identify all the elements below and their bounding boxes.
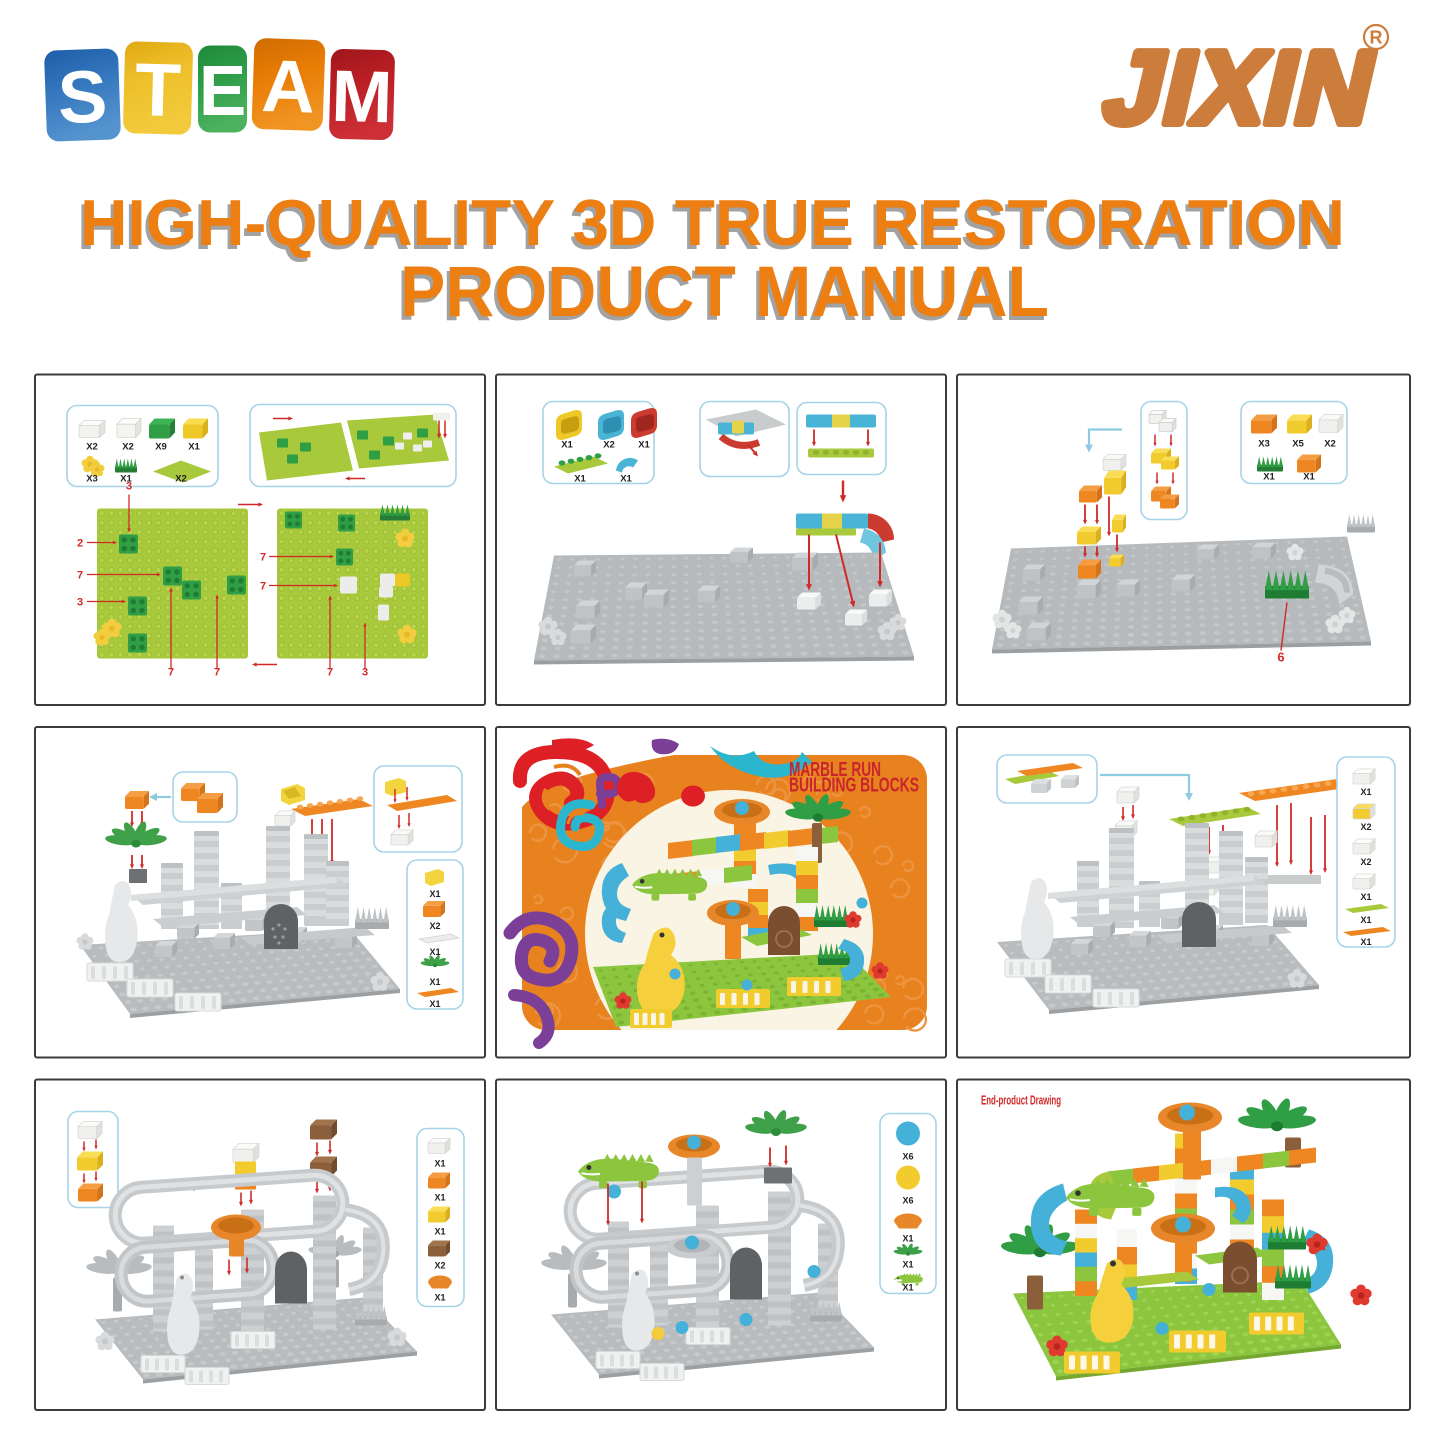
svg-text:X1: X1: [434, 1227, 445, 1237]
svg-text:PRODUCT MANUAL: PRODUCT MANUAL: [397, 257, 1046, 336]
svg-text:X5: X5: [1292, 439, 1304, 450]
svg-text:X1: X1: [434, 1159, 445, 1169]
svg-text:X2: X2: [175, 474, 187, 485]
svg-text:7: 7: [260, 552, 266, 564]
svg-text:X2: X2: [122, 442, 134, 453]
svg-text:2: 2: [77, 538, 83, 550]
svg-text:HIGH-QUALITY 3D TRUE RESTORATI: HIGH-QUALITY 3D TRUE RESTORATION: [80, 186, 1345, 259]
svg-text:X1: X1: [902, 1283, 913, 1293]
svg-text:3: 3: [126, 481, 132, 493]
svg-text:X2: X2: [86, 442, 98, 453]
svg-text:S: S: [56, 54, 108, 139]
svg-text:3: 3: [77, 597, 83, 609]
svg-text:X1: X1: [1360, 892, 1371, 902]
svg-text:X1: X1: [574, 474, 586, 485]
svg-text:X1: X1: [434, 1193, 445, 1203]
svg-text:HIGH-QUALITY 3D TRUE RESTORATI: HIGH-QUALITY 3D TRUE RESTORATION: [77, 190, 1342, 263]
svg-text:R: R: [1370, 28, 1383, 48]
svg-text:X1: X1: [902, 1260, 913, 1270]
svg-text:M: M: [330, 56, 393, 139]
svg-text:X1: X1: [429, 947, 440, 957]
svg-text:X1: X1: [902, 1234, 913, 1244]
svg-text:X1: X1: [434, 1293, 445, 1303]
svg-text:BUILDING BLOCKS: BUILDING BLOCKS: [789, 775, 919, 797]
svg-text:6: 6: [1277, 650, 1284, 665]
svg-text:X2: X2: [1324, 439, 1336, 450]
svg-text:X3: X3: [86, 474, 98, 485]
svg-text:X1: X1: [1263, 472, 1275, 483]
svg-text:X1: X1: [120, 474, 132, 485]
svg-text:3: 3: [362, 667, 368, 679]
svg-text:X1: X1: [429, 977, 440, 987]
svg-text:7: 7: [260, 581, 266, 593]
svg-text:7: 7: [77, 570, 83, 582]
svg-text:X9: X9: [155, 442, 167, 453]
svg-text:X1: X1: [429, 889, 440, 899]
svg-text:X2: X2: [1360, 822, 1371, 832]
svg-text:A: A: [260, 44, 316, 129]
svg-text:X2: X2: [429, 921, 440, 931]
svg-text:7: 7: [168, 667, 174, 679]
svg-text:JIXIN: JIXIN: [1094, 31, 1388, 145]
svg-text:X1: X1: [1360, 787, 1371, 797]
svg-text:7: 7: [327, 667, 333, 679]
svg-text:X1: X1: [561, 440, 573, 451]
svg-text:X1: X1: [638, 440, 650, 451]
svg-text:X6: X6: [902, 1152, 913, 1162]
svg-text:X1: X1: [1303, 472, 1315, 483]
svg-text:X1: X1: [1360, 937, 1371, 947]
svg-text:X1: X1: [429, 999, 440, 1009]
svg-text:PRODUCT MANUAL: PRODUCT MANUAL: [400, 253, 1049, 332]
svg-text:X2: X2: [434, 1261, 445, 1271]
svg-text:End-product Drawing: End-product Drawing: [981, 1094, 1061, 1108]
svg-text:T: T: [134, 47, 182, 132]
svg-text:X6: X6: [902, 1196, 913, 1206]
svg-text:X1: X1: [1360, 915, 1371, 925]
svg-text:X1: X1: [620, 474, 632, 485]
svg-text:X3: X3: [1258, 439, 1270, 450]
svg-text:7: 7: [214, 667, 220, 679]
svg-text:X2: X2: [1360, 857, 1371, 867]
svg-text:X1: X1: [188, 442, 200, 453]
svg-text:X2: X2: [603, 440, 615, 451]
svg-text:MARBLE RUN: MARBLE RUN: [789, 759, 881, 781]
svg-text:E: E: [199, 52, 246, 131]
